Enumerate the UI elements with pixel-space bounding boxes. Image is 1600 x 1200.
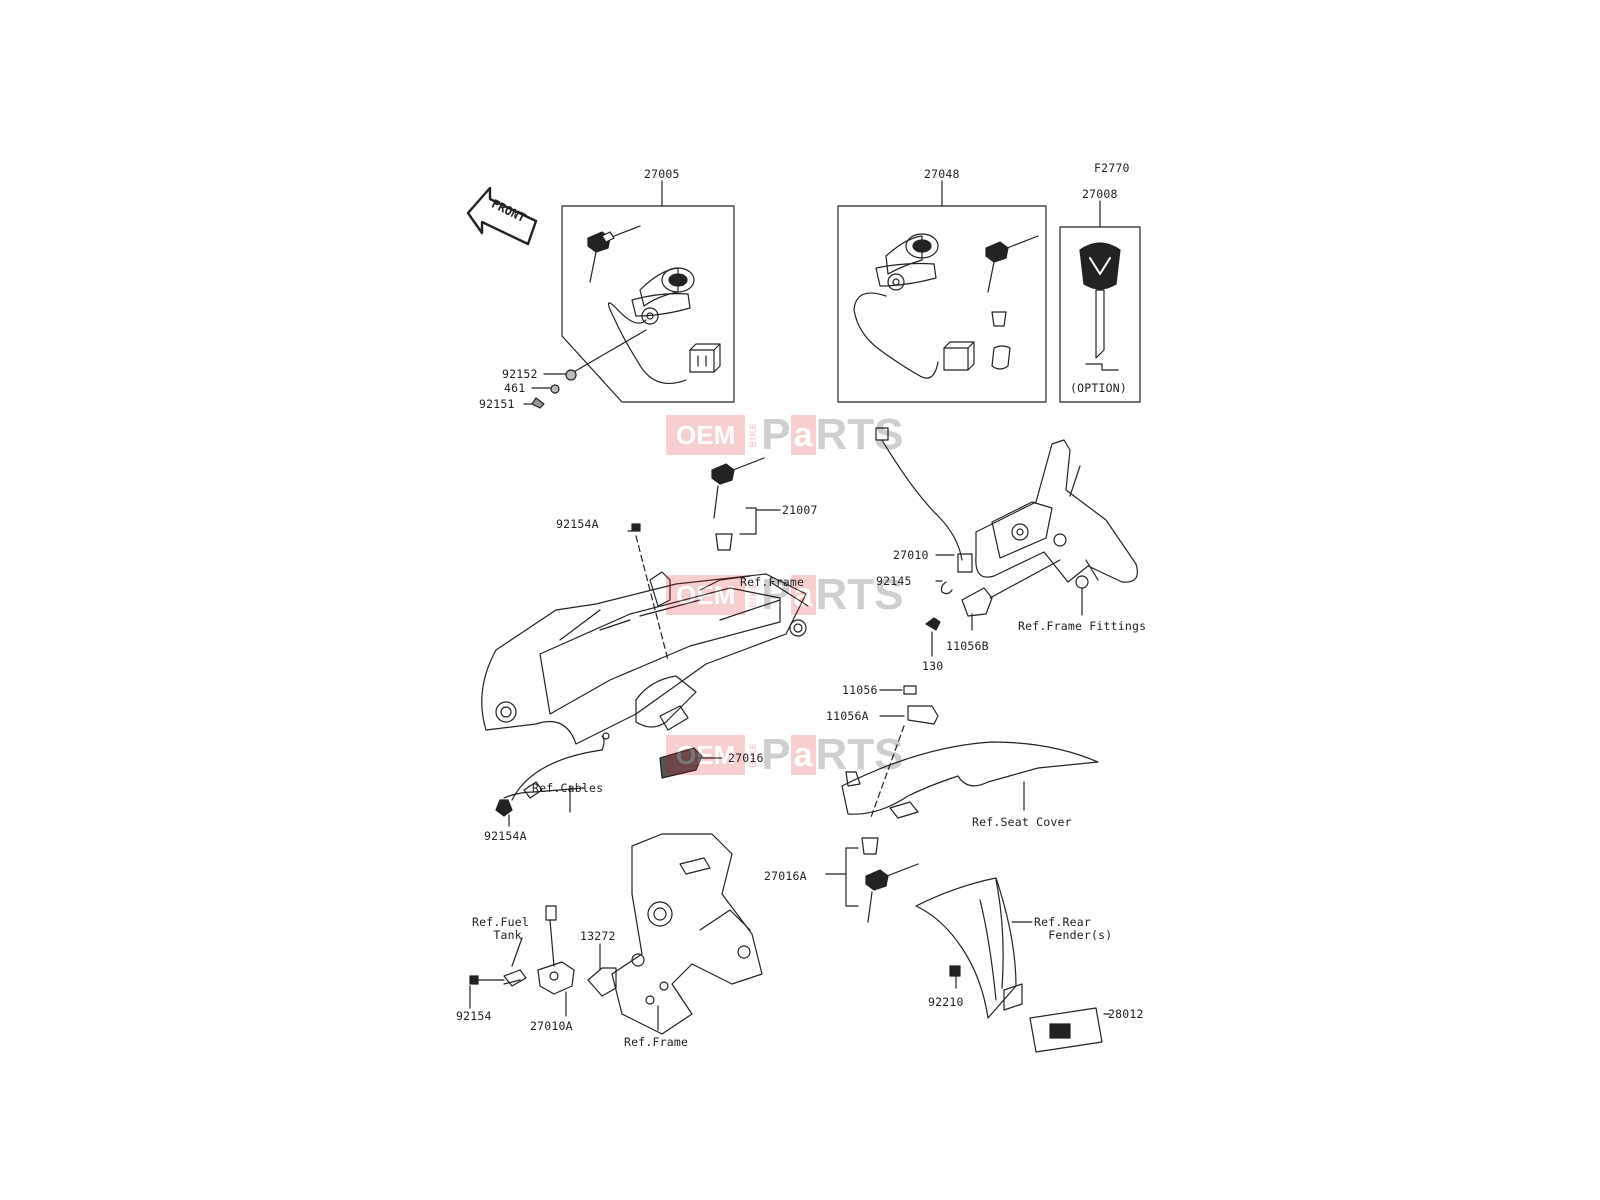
ref-cables[interactable]: Ref.Cables — [532, 781, 604, 795]
part-461[interactable]: 461 — [504, 381, 526, 395]
part-27010[interactable]: 27010 — [893, 548, 929, 562]
ref-frame-bottom[interactable]: Ref.Frame — [624, 1035, 689, 1049]
part-92145[interactable]: 92145 — [876, 574, 912, 588]
part-130[interactable]: 130 — [922, 659, 944, 673]
ref-fuel-tank[interactable]: Ref.Fuel Tank — [472, 915, 529, 942]
part-27010A[interactable]: 27010A — [530, 1019, 573, 1033]
cables — [495, 732, 610, 827]
ref-seat-cover[interactable]: Ref.Seat Cover — [972, 815, 1072, 829]
bracket-13272 — [587, 943, 617, 997]
frame-assembly-lower — [611, 833, 763, 1035]
rear-fender — [915, 877, 1033, 1019]
fuel-tank-lock-27010A — [469, 905, 575, 1017]
blank-key-27008 — [1059, 200, 1141, 403]
clamps-11056 — [869, 685, 939, 821]
ref-frame-top[interactable]: Ref.Frame — [740, 575, 805, 589]
watermark-1: OEM BIKE P a RTS — [666, 410, 904, 459]
part-92154A-bottom[interactable]: 92154A — [484, 829, 527, 843]
part-27016A[interactable]: 27016A — [764, 869, 807, 883]
ignition-switch-kit-27005 — [561, 180, 735, 403]
seat-lock-27016 — [659, 747, 723, 779]
part-11056[interactable]: 11056 — [842, 683, 878, 697]
part-92154[interactable]: 92154 — [456, 1009, 492, 1023]
part-27048[interactable]: 27048 — [924, 167, 960, 181]
key-set-27016A — [825, 837, 919, 923]
reflector-28012 — [949, 965, 1111, 1053]
part-92152[interactable]: 92152 — [502, 367, 538, 381]
frame-assembly-upper — [481, 523, 809, 745]
part-27016[interactable]: 27016 — [728, 751, 764, 765]
seat-cover — [841, 741, 1099, 819]
watermark-3: OEM BIKE P a RTS — [666, 730, 904, 779]
part-13272[interactable]: 13272 — [580, 929, 616, 943]
ignition-switch-kit-27048 — [837, 180, 1047, 403]
option-note: (OPTION) — [1070, 381, 1127, 395]
part-27005[interactable]: 27005 — [644, 167, 680, 181]
fasteners-92152-461-92151 — [523, 369, 577, 409]
part-28012[interactable]: 28012 — [1108, 1007, 1144, 1021]
front-arrow-icon: FRONT — [466, 186, 538, 246]
diagram-ref-code: F2770 — [1094, 161, 1130, 175]
part-11056B[interactable]: 11056B — [946, 639, 989, 653]
part-21007[interactable]: 21007 — [782, 503, 818, 517]
key-set-21007 — [711, 457, 781, 551]
seat-lock-cable-27010 — [875, 427, 1061, 657]
part-92151[interactable]: 92151 — [479, 397, 515, 411]
part-92154A-top[interactable]: 92154A — [556, 517, 599, 531]
watermark-2: OEM BIKE P a RTS — [666, 570, 904, 619]
part-11056A[interactable]: 11056A — [826, 709, 869, 723]
part-27008[interactable]: 27008 — [1082, 187, 1118, 201]
ref-rear-fender[interactable]: Ref.Rear Fender(s) — [1034, 915, 1113, 942]
ref-frame-fittings[interactable]: Ref.Frame Fittings — [1018, 619, 1147, 633]
part-92210[interactable]: 92210 — [928, 995, 964, 1009]
frame-fittings — [975, 439, 1138, 616]
